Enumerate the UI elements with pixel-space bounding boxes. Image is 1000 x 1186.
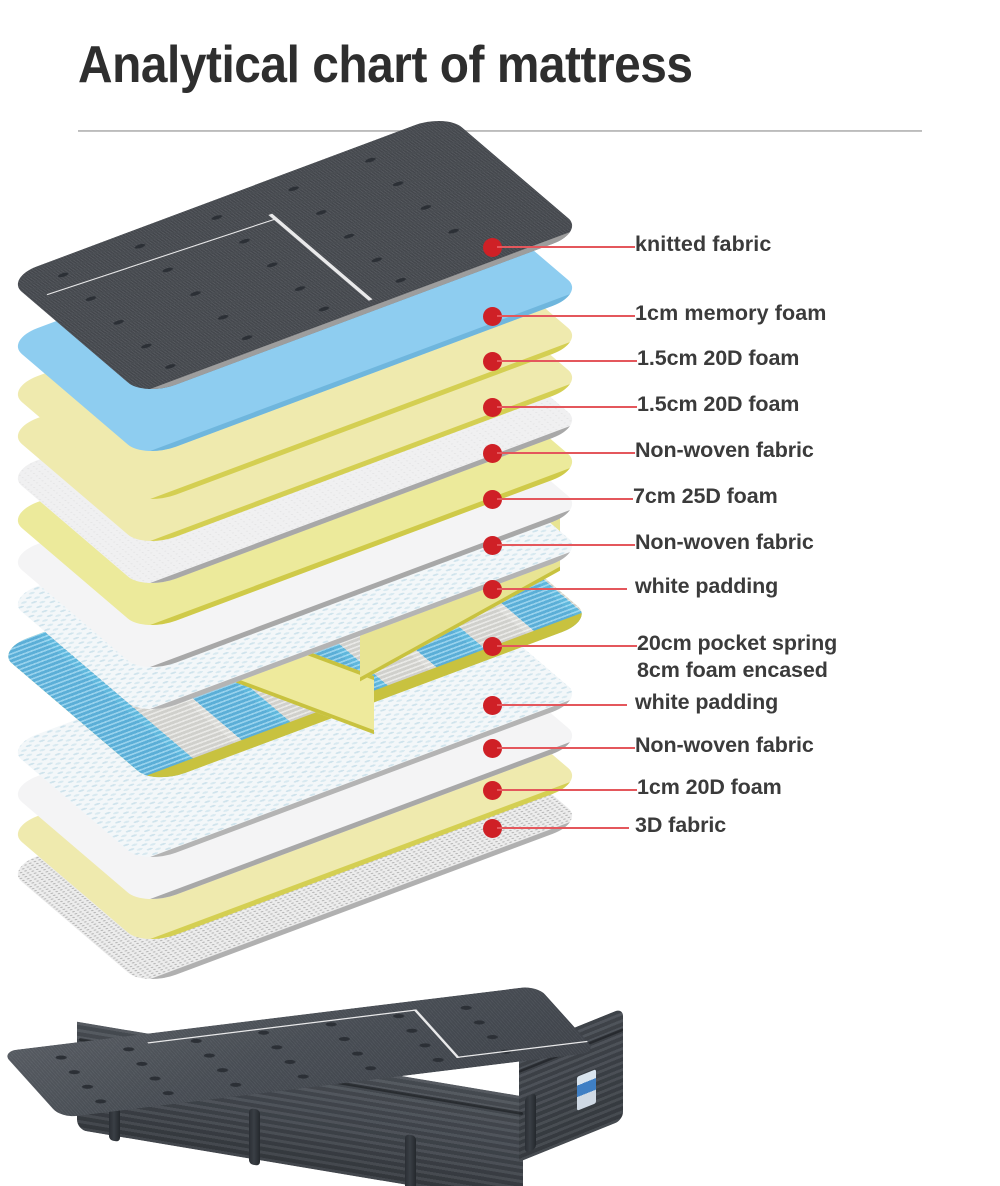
- callout-label: knitted fabric: [635, 232, 772, 256]
- callout-label: white padding: [635, 690, 779, 714]
- exploded-layer-stack: knitted fabric 1cm memory foam 1.5cm 20D…: [0, 113, 838, 987]
- leader-line: [497, 406, 637, 408]
- leader-line: [497, 498, 633, 500]
- callout-label: 7cm 25D foam: [633, 484, 778, 508]
- callout-dot: [483, 352, 502, 371]
- callout-dot: [483, 819, 502, 838]
- callout-label: 1cm 20D foam: [637, 775, 782, 799]
- callout-dot: [483, 238, 502, 257]
- callout-dot: [483, 490, 502, 509]
- leader-line: [497, 645, 637, 647]
- finished-mattress-image: [1, 905, 645, 1186]
- callout-label: Non-woven fabric: [635, 733, 814, 757]
- stitch-line: [46, 218, 276, 296]
- callout-dot: [483, 739, 502, 758]
- callout-dot: [483, 637, 502, 656]
- callout-label: 1cm memory foam: [635, 301, 827, 325]
- leader-line: [497, 747, 635, 749]
- callout-label: Non-woven fabric: [635, 438, 814, 462]
- callout-label: 3D fabric: [635, 813, 727, 837]
- mattress-handle: [249, 1108, 260, 1166]
- callout-dot: [483, 307, 502, 326]
- callout-label-secondary: 8cm foam encased: [637, 658, 828, 682]
- leader-line: [497, 704, 627, 706]
- leader-line: [497, 544, 635, 546]
- mattress-body: [1, 967, 623, 1186]
- stitch-line: [268, 213, 373, 301]
- callout-dot: [483, 536, 502, 555]
- callout-label: 1.5cm 20D foam: [637, 392, 800, 416]
- callout-label: white padding: [635, 574, 779, 598]
- mattress-handle: [525, 1092, 536, 1154]
- stitch-line: [455, 1040, 588, 1059]
- stitch-line: [147, 1009, 417, 1044]
- callout-dot: [483, 580, 502, 599]
- leader-line: [497, 360, 637, 362]
- callout-label: Non-woven fabric: [635, 530, 814, 554]
- mattress-handle: [405, 1134, 416, 1186]
- leader-line: [497, 246, 635, 248]
- leader-line: [497, 452, 635, 454]
- callout-label: 20cm pocket spring: [637, 631, 838, 655]
- callout-dot: [483, 398, 502, 417]
- callout-dot: [483, 696, 502, 715]
- callout-dot: [483, 444, 502, 463]
- callout-dot: [483, 781, 502, 800]
- stitch-line: [413, 1009, 460, 1059]
- leader-line: [497, 588, 627, 590]
- callout-label: 1.5cm 20D foam: [637, 346, 800, 370]
- leader-line: [497, 827, 629, 829]
- page-title: Analytical chart of mattress: [78, 36, 693, 94]
- leader-line: [497, 315, 635, 317]
- leader-line: [497, 789, 637, 791]
- title-divider: [78, 130, 922, 132]
